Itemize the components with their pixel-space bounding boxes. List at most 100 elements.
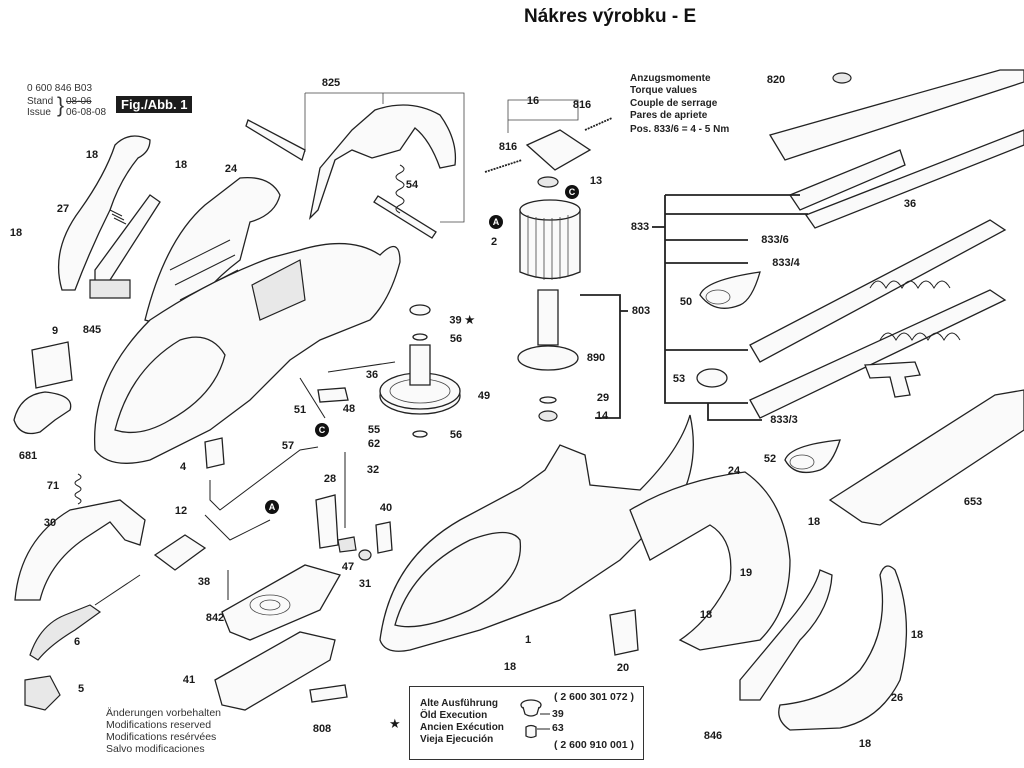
part-label: 833/3 [770, 414, 798, 426]
part-label: 833 [630, 221, 650, 233]
part-48-plate [317, 387, 349, 403]
part-31 [358, 549, 372, 561]
part-5-strain-relief [24, 675, 61, 711]
part-label: 32 [366, 464, 380, 476]
torque-line: Pares de apriete [630, 110, 708, 122]
part-number: 0 600 846 B03 [27, 83, 93, 94]
part-label: 14 [595, 410, 609, 422]
part-681-cap [13, 391, 72, 435]
part-20-label [609, 609, 639, 656]
part-label: 24 [224, 163, 238, 175]
part-label: 653 [963, 496, 983, 508]
part-825-top-handle [245, 92, 465, 239]
part-label: 803 [631, 305, 651, 317]
part-label: 2 [490, 236, 498, 248]
part-label: 5 [77, 683, 85, 695]
part-label: 816 [498, 141, 518, 153]
note-line: Modifications resérvées [106, 731, 217, 743]
note-line: Modifications reserved [106, 719, 212, 731]
legend-line: Ancien Exécution [420, 722, 504, 733]
part-803-armature [517, 289, 628, 422]
part-12-suppressor [153, 534, 207, 571]
callout-marker-a: A [489, 215, 503, 229]
part-653-blade-sheath [828, 389, 1024, 526]
part-label: 56 [449, 333, 463, 345]
part-label: 19 [739, 567, 753, 579]
part-label: 53 [672, 373, 686, 385]
part-label: 50 [679, 296, 693, 308]
legend-code-top: ( 2 600 301 072 ) [554, 691, 634, 703]
part-label: 54 [405, 179, 419, 191]
part-label: 24 [727, 465, 741, 477]
stand-label: Stand [27, 96, 54, 107]
part-846-grip [739, 569, 833, 701]
part-36-pin [327, 361, 396, 373]
part-label: 57 [281, 440, 295, 452]
old-execution-legend: Alte Ausführung Öld Execution Ancien Exé… [409, 686, 644, 760]
part-label: 845 [82, 324, 102, 336]
stand-value: 08-06 [66, 96, 92, 107]
part-cable-a [204, 514, 271, 541]
part-26-guard [778, 565, 908, 731]
legend-item-63: 63 [552, 722, 564, 734]
cable-wire [94, 574, 141, 606]
part-label: 18 [807, 516, 821, 528]
bracket-833 [652, 194, 808, 421]
part-label: 20 [616, 662, 630, 674]
part-label: 40 [379, 502, 393, 514]
legend-line: Öld Execution [420, 710, 488, 721]
note-line: Änderungen vorbehalten [106, 707, 222, 719]
part-label: 51 [293, 404, 307, 416]
part-53-clip [696, 368, 728, 388]
part-label: 18 [85, 149, 99, 161]
part-label: 4 [179, 461, 187, 473]
part-label: 41 [182, 674, 196, 686]
part-16-brush-holder [484, 99, 613, 188]
torque-values-block: Anzugsmomente Torque values Couple de se… [630, 73, 729, 136]
part-blade-tip-guard [864, 361, 921, 398]
part-label: 26 [890, 692, 904, 704]
callout-marker-c: C [565, 185, 579, 199]
part-label: 890 [586, 352, 606, 364]
part-label: 47 [341, 561, 355, 573]
part-1-housing-half [379, 414, 694, 652]
part-label: 9 [51, 325, 59, 337]
legend-line: Vieja Ejecución [420, 734, 494, 745]
part-label: 18 [858, 738, 872, 750]
part-50-washer [699, 271, 761, 309]
part-label: 39 ★ [449, 314, 475, 327]
part-label: 49 [477, 390, 491, 402]
figure-badge: Fig./Abb. 1 [116, 96, 193, 113]
issue-value: 06-08-08 [66, 107, 107, 118]
legend-parts-icon [520, 699, 550, 739]
note-line: Salvo modificaciones [106, 743, 205, 755]
callout-marker-c: C [315, 423, 329, 437]
part-label: 36 [903, 198, 917, 210]
torque-spec: Pos. 833/6 = 4 - 5 Nm [630, 123, 730, 135]
callout-marker-a: A [265, 500, 279, 514]
part-label: 28 [323, 473, 337, 485]
part-2-stator [519, 199, 581, 280]
torque-line: Couple de serrage [630, 97, 718, 109]
part-52-washer [784, 439, 841, 474]
part-label: 30 [43, 517, 57, 529]
part-label: 18 [503, 661, 517, 673]
part-label: 38 [197, 576, 211, 588]
part-label: 18 [910, 629, 924, 641]
brace-icon: } [57, 94, 65, 117]
part-label: 1 [524, 634, 532, 646]
part-47 [337, 536, 357, 553]
page-title: Nákres výrobku - E [524, 6, 697, 27]
part-6-cable-sleeve [29, 604, 102, 661]
legend-line: Alte Ausführung [420, 698, 498, 709]
torque-line: Anzugsmomente [630, 73, 711, 84]
issue-label: Issue [27, 107, 51, 118]
part-label: 816 [572, 99, 592, 111]
part-28-bracket [315, 494, 339, 549]
part-label: 71 [46, 480, 60, 492]
part-label: 29 [596, 392, 610, 404]
part-57-cable [209, 446, 319, 511]
part-label: 18 [699, 609, 713, 621]
part-label: 842 [205, 612, 225, 624]
part-label: 820 [766, 74, 786, 86]
